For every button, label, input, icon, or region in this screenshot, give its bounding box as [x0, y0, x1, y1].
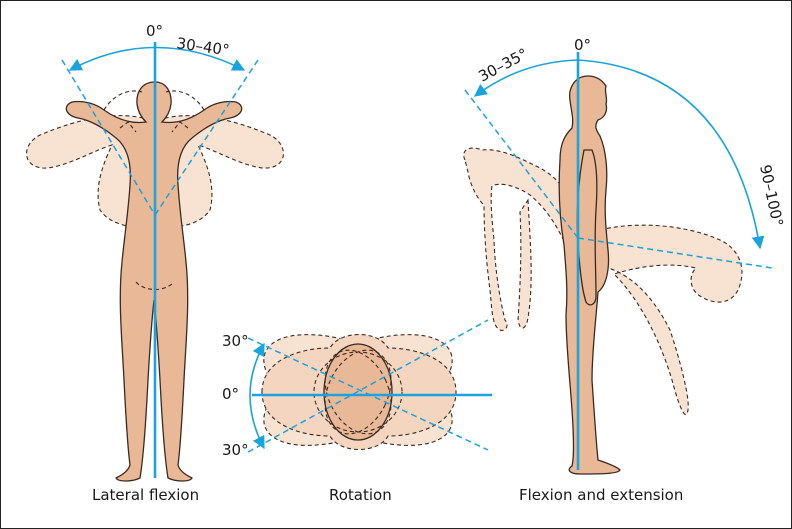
- rotation-caption: Rotation: [329, 486, 392, 504]
- flexion-extension-panel: 0° 30–35° 90–100° Flexion and extension: [464, 36, 787, 504]
- lateral-flexion-panel: 0° 30–40° Lateral flexion: [27, 22, 284, 504]
- rotation-zero-label: 0°: [222, 385, 239, 403]
- lateral-flexion-caption: Lateral flexion: [92, 486, 199, 504]
- rotation-top-label: 30°: [222, 332, 249, 350]
- lateral-zero-label: 0°: [146, 22, 163, 40]
- rotation-bottom-label: 30°: [222, 441, 249, 459]
- lateral-range-label: 30–40°: [175, 34, 230, 59]
- rotation-panel: 30° 0° 30° Rotation: [222, 312, 492, 504]
- flexion-main-figure: [559, 76, 620, 474]
- extension-range-label: 30–35°: [475, 45, 530, 86]
- flexion-extension-caption: Flexion and extension: [519, 486, 683, 504]
- flexion-zero-label: 0°: [574, 36, 591, 54]
- flexion-range-label: 90–100°: [756, 163, 787, 228]
